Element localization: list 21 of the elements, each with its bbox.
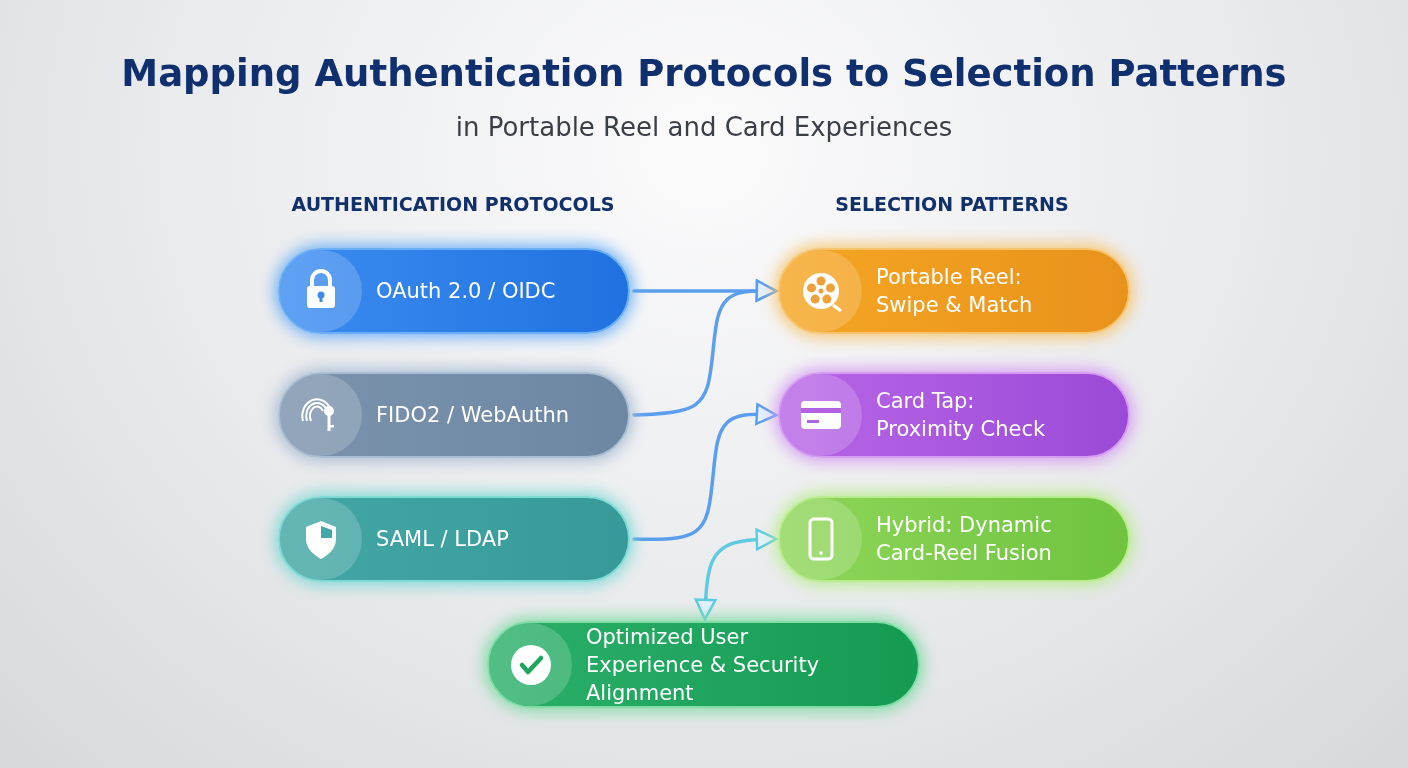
pattern-pill	[778, 248, 1130, 334]
node-label: Optimized User Experience & Security Alignment	[586, 623, 821, 707]
node-label: Card Tap: Proximity Check	[876, 388, 1047, 443]
node-label: OAuth 2.0 / OIDC	[376, 278, 557, 305]
column-heading: SELECTION PATTERNS	[835, 193, 1069, 215]
node-label: FIDO2 / WebAuthn	[376, 402, 571, 429]
diagram-subtitle: in Portable Reel and Card Experiences	[454, 112, 954, 142]
diagram-title: Mapping Authentication Protocols to Selection Patterns	[120, 52, 1288, 95]
connector-arrow	[694, 528, 778, 621]
pattern-pill	[778, 372, 1130, 458]
protocol-pill	[278, 496, 630, 582]
pattern-pill	[778, 496, 1130, 582]
connector-arrow	[632, 403, 778, 542]
node-label: Hybrid: Dynamic Card-Reel Fusion	[876, 512, 1053, 567]
protocol-pill	[278, 372, 630, 458]
protocol-pill	[278, 248, 630, 334]
column-heading: AUTHENTICATION PROTOCOLS	[291, 193, 615, 215]
node-label: SAML / LDAP	[376, 526, 510, 553]
connector-arrow	[632, 279, 778, 417]
node-label: Portable Reel: Swipe & Match	[876, 264, 1034, 319]
outcome-pill	[487, 621, 920, 708]
